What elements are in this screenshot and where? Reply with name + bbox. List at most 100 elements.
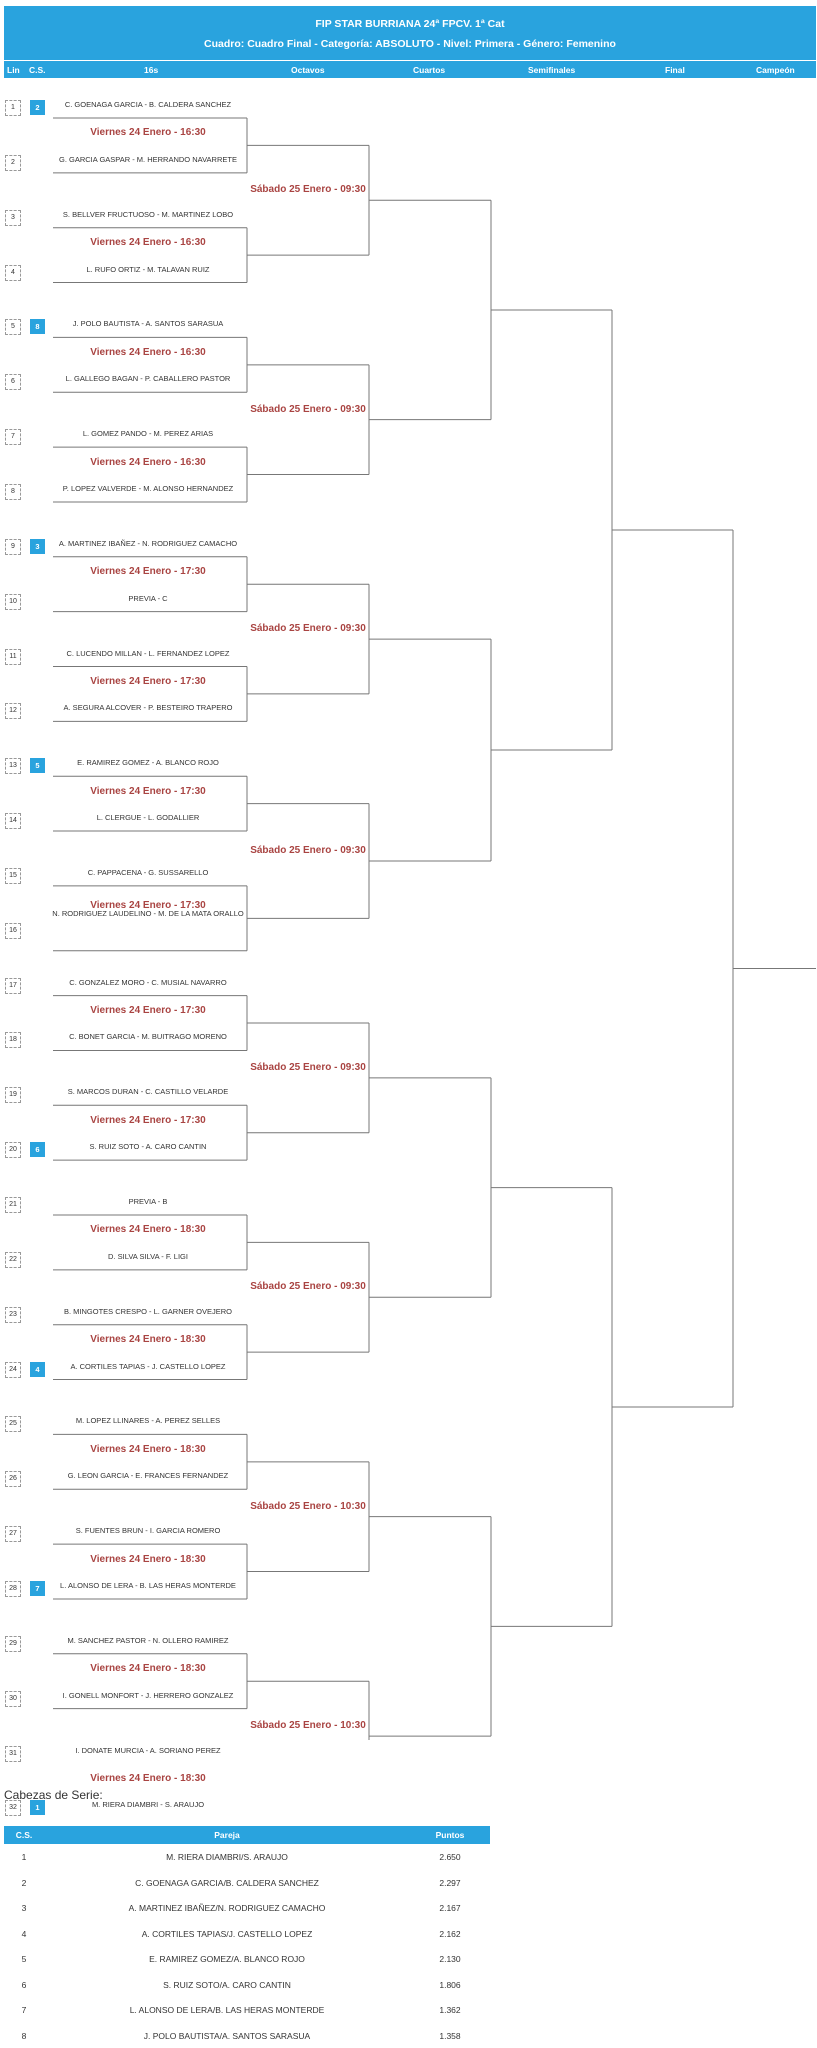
- line-number: 28: [5, 1580, 21, 1597]
- line-number: 4: [5, 264, 21, 281]
- match-schedule-octavos: Sábado 25 Enero - 09:30: [250, 1281, 366, 1293]
- team-name: A. SEGURA ALCOVER - P. BESTEIRO TRAPERO: [63, 703, 233, 713]
- seed-badge: 7: [30, 1580, 45, 1596]
- line-number: 11: [5, 648, 21, 665]
- seed-badge: 3: [30, 538, 45, 554]
- line-number: 24: [5, 1361, 21, 1378]
- col-cs: C.S.: [29, 65, 46, 75]
- team-name: M. LOPEZ LLINARES - A. PEREZ SELLES: [75, 1416, 221, 1426]
- team-name: S. BELLVER FRUCTUOSO - M. MARTINEZ LOBO: [62, 209, 234, 219]
- seed-puntos: 1.358: [439, 2030, 461, 2041]
- match-schedule-16s: Viernes 24 Enero - 18:30: [90, 1443, 206, 1455]
- team-name: L. CLERGUE - L. GODALLIER: [96, 813, 200, 823]
- col-lin: Lin: [7, 65, 20, 75]
- seed-badge: 5: [30, 758, 45, 774]
- seed-badge: 1: [30, 1800, 45, 1816]
- match-schedule-16s: Viernes 24 Enero - 16:30: [90, 456, 206, 468]
- team-name: L. GOMEZ PANDO - M. PEREZ ARIAS: [82, 429, 214, 439]
- line-number: 21: [5, 1197, 21, 1213]
- team-name: C. GONZALEZ MORO - C. MUSIAL NAVARRO: [69, 977, 227, 987]
- team-name: PREVIA - C: [128, 593, 168, 603]
- match-schedule-16s: Viernes 24 Enero - 17:30: [90, 675, 206, 687]
- match-schedule-16s: Viernes 24 Enero - 18:30: [90, 1772, 206, 1784]
- team-name: A. CORTILES TAPIAS - J. CASTELLO LOPEZ: [70, 1361, 226, 1371]
- line-number: 9: [5, 538, 21, 555]
- seeds-header-puntos: Puntos: [435, 1830, 465, 1840]
- line-number: 29: [5, 1635, 21, 1652]
- col-semifinales: Semifinales: [528, 65, 576, 75]
- seed-cs: 6: [21, 1979, 27, 1990]
- seeds-header-pareja: Pareja: [214, 1830, 240, 1840]
- match-schedule-octavos: Sábado 25 Enero - 09:30: [250, 184, 366, 196]
- seed-cs: 5: [21, 1954, 27, 1964]
- team-name: L. RUFO ORTIZ - M. TALAVAN RUIZ: [86, 264, 210, 274]
- line-number: 25: [5, 1416, 21, 1433]
- seed-cs: 8: [21, 2030, 27, 2041]
- seed-badge: 2: [30, 100, 45, 115]
- col-16s: 16s: [144, 65, 159, 75]
- team-name: PREVIA - B: [128, 1197, 168, 1206]
- line-number: 13: [5, 758, 21, 775]
- team-name: G. LEON GARCIA - E. FRANCES FERNANDEZ: [67, 1471, 229, 1481]
- bracket-column-headers: Lin C.S. 16s Octavos Cuartos Semifinales…: [4, 61, 816, 78]
- line-number: 15: [5, 867, 21, 884]
- line-number: 10: [5, 593, 21, 610]
- col-octavos: Octavos: [291, 65, 325, 75]
- line-number: 22: [5, 1251, 21, 1268]
- match-schedule-16s: Viernes 24 Enero - 18:30: [90, 1663, 206, 1675]
- seed-pareja: S. RUIZ SOTO/A. CARO CANTIN: [163, 1979, 291, 1990]
- team-name: D. SILVA SILVA - F. LIGI: [108, 1251, 188, 1261]
- seed-cs: 3: [21, 1903, 27, 1913]
- bracket-lines: [53, 117, 816, 1740]
- col-cuartos: Cuartos: [413, 65, 446, 75]
- team-name: C. LUCENDO MILLAN - L. FERNANDEZ LOPEZ: [66, 648, 230, 658]
- match-schedule-octavos: Sábado 25 Enero - 09:30: [250, 1061, 366, 1073]
- team-name: M. SANCHEZ PASTOR - N. OLLERO RAMIREZ: [67, 1635, 229, 1645]
- seeds-table-header: C.S. Pareja Puntos: [4, 1826, 490, 1844]
- draw-subtitle: Cuadro: Cuadro Final - Categoría: ABSOLU…: [204, 38, 616, 50]
- line-number: 1: [5, 100, 21, 116]
- seed-pareja: C. GOENAGA GARCIA/B. CALDERA SANCHEZ: [135, 1877, 319, 1888]
- seed-pareja: L. ALONSO DE LERA/B. LAS HERAS MONTERDE: [129, 2005, 325, 2015]
- seed-badge: 4: [30, 1361, 45, 1377]
- seed-puntos: 2.130: [439, 1954, 461, 1964]
- line-number: 30: [5, 1690, 21, 1707]
- line-number: 17: [5, 977, 21, 994]
- line-number: 6: [5, 374, 21, 391]
- line-number: 32: [5, 1800, 21, 1817]
- match-schedule-octavos: Sábado 25 Enero - 09:30: [250, 844, 366, 856]
- match-schedule-16s: Viernes 24 Enero - 17:30: [90, 1114, 206, 1126]
- match-schedule-16s: Viernes 24 Enero - 17:30: [90, 785, 206, 797]
- col-campeon: Campeón: [756, 65, 795, 75]
- line-number: 20: [5, 1142, 21, 1159]
- team-name: P. LOPEZ VALVERDE - M. ALONSO HERNANDEZ: [62, 483, 234, 493]
- col-final: Final: [665, 65, 685, 75]
- match-schedule-16s: Viernes 24 Enero - 16:30: [90, 127, 206, 139]
- seed-puntos: 1.362: [439, 2005, 461, 2015]
- team-name: C. GOENAGA GARCIA - B. CALDERA SANCHEZ: [64, 100, 232, 109]
- match-schedule-octavos: Sábado 25 Enero - 10:30: [250, 1720, 366, 1732]
- seed-puntos: 2.297: [439, 1877, 461, 1888]
- seed-puntos: 2.650: [439, 1852, 461, 1862]
- line-number: 14: [5, 813, 21, 830]
- line-number: 31: [5, 1745, 21, 1762]
- seeds-caption: Cabezas de Serie:: [4, 1788, 103, 1802]
- line-number: 12: [5, 703, 21, 720]
- match-schedule-16s: Viernes 24 Enero - 16:30: [90, 346, 206, 358]
- line-number: 3: [5, 209, 21, 226]
- seed-puntos: 2.167: [439, 1903, 461, 1913]
- match-schedule-16s: Viernes 24 Enero - 18:30: [90, 1334, 206, 1346]
- seed-puntos: 1.806: [439, 1979, 461, 1990]
- seed-pareja: A. CORTILES TAPIAS/J. CASTELLO LOPEZ: [141, 1928, 313, 1939]
- seed-cs: 1: [21, 1852, 27, 1862]
- line-number: 7: [5, 429, 21, 446]
- team-name: G. GARCIA GASPAR - M. HERRANDO NAVARRETE: [59, 154, 237, 164]
- seed-pareja: A. MARTINEZ IBAÑEZ/N. RODRIGUEZ CAMACHO: [128, 1903, 326, 1913]
- line-number: 19: [5, 1087, 21, 1104]
